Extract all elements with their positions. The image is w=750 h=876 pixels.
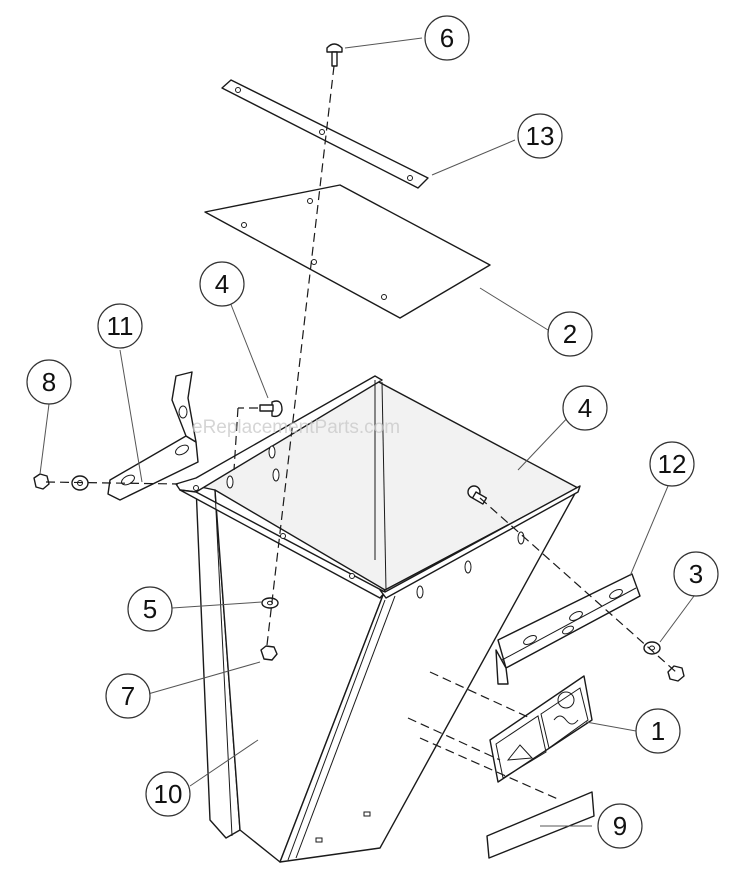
callout-3-label: 3 — [689, 559, 703, 589]
callout-4-upper: 4 — [199, 261, 245, 307]
callout-8: 8 — [26, 359, 72, 405]
callout-1: 1 — [635, 708, 681, 754]
callout-3: 3 — [673, 551, 719, 597]
callout-11-label: 11 — [107, 311, 134, 341]
plate-part-2 — [204, 184, 491, 319]
callout-6: 6 — [424, 15, 470, 61]
decal-part-1 — [489, 675, 593, 783]
hinge-part-12 — [495, 573, 641, 685]
alignment-lines — [45, 65, 677, 801]
callout-5: 5 — [127, 586, 173, 632]
strip-part-9 — [486, 791, 595, 859]
callout-13: 13 — [517, 113, 563, 159]
strap-part-13 — [221, 79, 429, 189]
callout-7: 7 — [105, 673, 151, 719]
callout-10: 10 — [145, 771, 191, 817]
callout-9-label: 9 — [613, 811, 627, 841]
callout-4-right-label: 4 — [578, 393, 592, 423]
callout-11: 11 — [97, 303, 143, 349]
callout-12-label: 12 — [658, 449, 687, 479]
watermark-text: eReplacementParts.com — [192, 417, 400, 438]
callout-6-label: 6 — [440, 23, 454, 53]
callout-12: 12 — [649, 441, 695, 487]
callout-2: 2 — [547, 311, 593, 357]
bracket-part-11 — [107, 371, 199, 501]
callout-2-label: 2 — [563, 319, 577, 349]
hardware — [33, 43, 685, 682]
hopper-part-10 — [175, 375, 581, 863]
callout-4-upper-label: 4 — [215, 269, 229, 299]
callout-8-label: 8 — [42, 367, 56, 397]
leader-lines — [39, 37, 695, 827]
callout-13-label: 13 — [526, 121, 555, 151]
callout-1-label: 1 — [651, 716, 665, 746]
callout-7-label: 7 — [121, 681, 135, 711]
callout-10-label: 10 — [154, 779, 183, 809]
callout-9: 9 — [597, 803, 643, 849]
callout-4-right: 4 — [562, 385, 608, 431]
callout-5-label: 5 — [143, 594, 157, 624]
